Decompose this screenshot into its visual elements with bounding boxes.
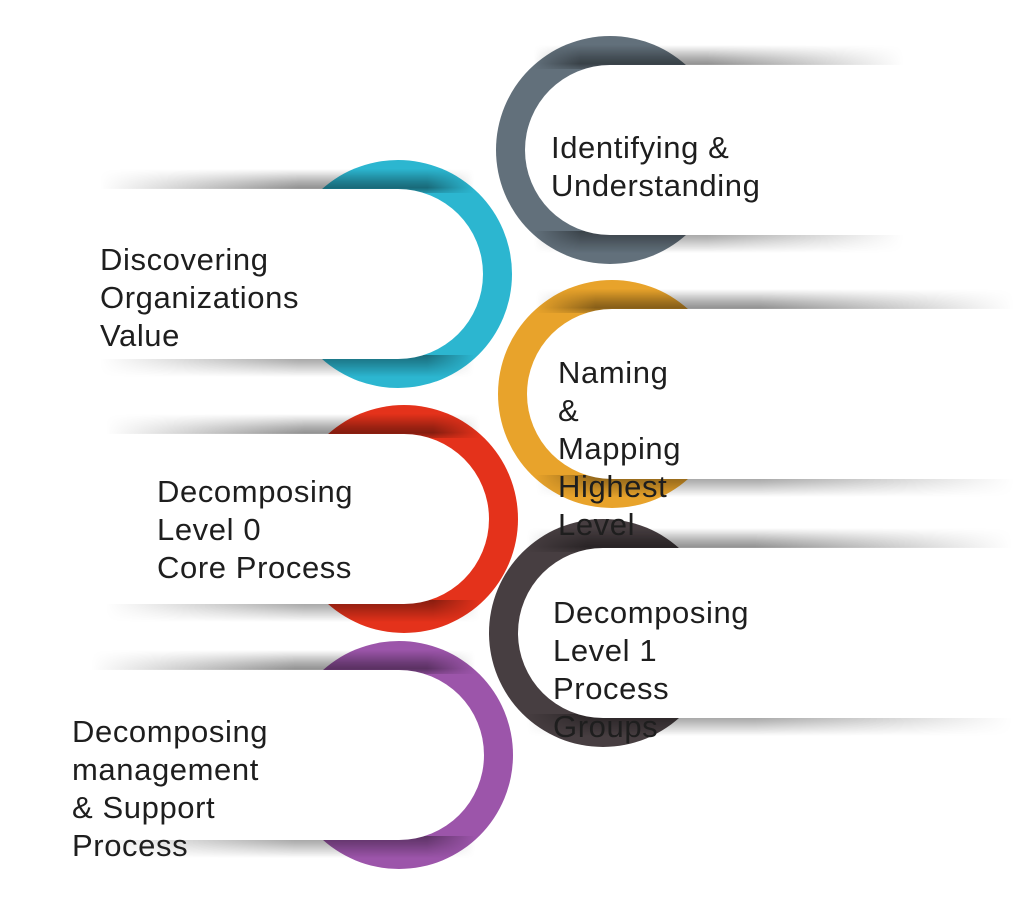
- bar-shadow-bottom: [75, 836, 475, 858]
- step-label: Decomposing management & Support Process: [72, 714, 269, 863]
- bar-shadow-bottom: [84, 355, 474, 377]
- bar-shadow-bottom: [534, 231, 919, 253]
- step-label-bar: [527, 309, 1035, 479]
- step-label-bar: [40, 670, 484, 840]
- step-label: Identifying & Understanding: [551, 130, 761, 203]
- step-label: Decomposing Level 1 Process Groups: [553, 595, 750, 744]
- step-label: Decomposing Level 0 Core Process: [157, 474, 354, 585]
- step-label: Discovering Organizations Value: [100, 242, 300, 353]
- step-label-bar: [518, 548, 1035, 718]
- step-label-bar: [40, 189, 483, 359]
- step-label-bar: [40, 434, 489, 604]
- step-label-bar: [525, 65, 1035, 235]
- bar-shadow-bottom: [536, 475, 1034, 497]
- bar-shadow-bottom: [90, 600, 480, 622]
- step-label: Naming & Mapping Highest Level: [558, 355, 682, 542]
- bar-shadow-bottom: [527, 714, 1032, 736]
